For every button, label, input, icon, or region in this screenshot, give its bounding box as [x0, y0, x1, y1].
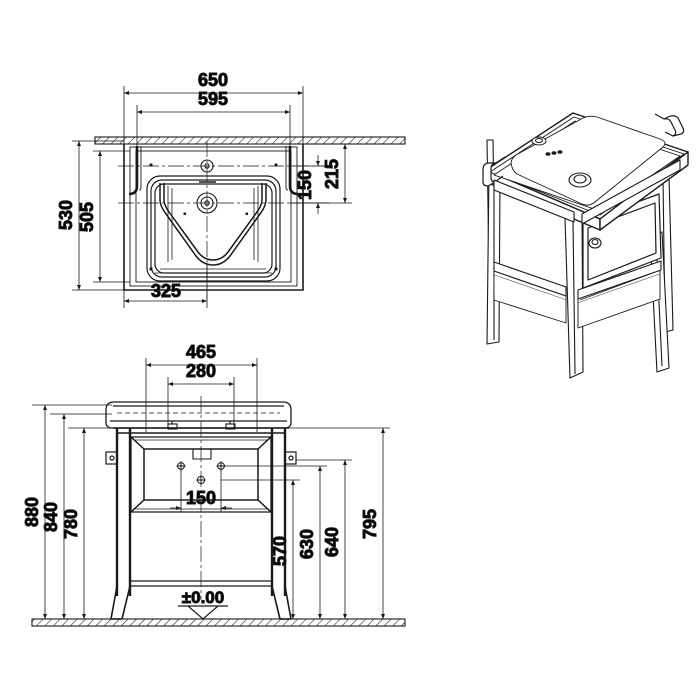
dimension-630: [221, 465, 327, 619]
dimension-780: [68, 427, 115, 619]
dimension-325: [123, 264, 208, 308]
iso-drain-hole: [568, 172, 592, 188]
dimension-780-label: 780: [61, 509, 81, 539]
floor-level-marker: [178, 605, 228, 620]
dimension-505-label: 505: [77, 202, 97, 232]
iso-door-knob: [588, 237, 602, 249]
top-view-basin-bowl: [159, 183, 267, 266]
front-elevation-view: 465 280 880 840 780: [22, 342, 406, 627]
dimension-465-label: 465: [186, 342, 216, 362]
dimension-640: [296, 459, 352, 619]
dimension-640-label: 640: [322, 527, 342, 557]
iso-tap-hole: [531, 136, 547, 146]
dimension-150-top: [290, 155, 325, 214]
dimension-465: [145, 358, 258, 432]
iso-shelf-rails: [493, 260, 662, 300]
front-view-left-hinge: [105, 451, 118, 465]
iso-towel-rail-right: [654, 113, 685, 137]
dimension-570-label: 570: [270, 536, 290, 566]
dimension-840: [50, 413, 112, 619]
front-view-left-leg: [110, 585, 131, 620]
dimension-280: [167, 377, 235, 428]
top-view-bowl-ribs: [155, 186, 272, 274]
dimension-650-label: 650: [198, 70, 228, 90]
iso-overflow-slots: [545, 150, 563, 156]
front-view-drawer-notch: [192, 449, 212, 460]
dimension-570: [221, 479, 300, 619]
front-view-right-leg: [271, 585, 292, 620]
dimension-215-label: 215: [322, 159, 342, 189]
dimension-325-label: 325: [151, 281, 181, 301]
dimension-630-label: 630: [297, 529, 317, 559]
dimension-880-label: 880: [22, 497, 42, 527]
top-view: 650 595 530 505 215: [56, 70, 406, 308]
dimension-530: [72, 140, 124, 291]
dimension-840-label: 840: [41, 502, 61, 532]
top-view-wall-hatch: [94, 136, 406, 145]
top-view-cabinet-outline: [123, 144, 304, 291]
dimension-880: [32, 404, 112, 619]
dimension-150-front: [170, 466, 232, 512]
front-view-right-hinge: [284, 451, 297, 465]
top-view-mount-marks: [149, 163, 278, 271]
dimension-280-label: 280: [186, 361, 216, 381]
dimension-505: [93, 150, 130, 283]
iso-front-apron: [493, 159, 681, 225]
front-view-basin-top: [105, 401, 292, 429]
dimension-795: [289, 427, 390, 619]
top-view-left-bracket: [128, 146, 139, 196]
dimension-595-label: 595: [198, 89, 228, 109]
isometric-view: [482, 112, 689, 379]
dimension-795-label: 795: [360, 509, 380, 539]
top-view-bracket-detail: [138, 146, 289, 191]
top-view-right-bracket: [288, 146, 299, 196]
front-view-floor-hatch: [31, 618, 406, 627]
iso-left-front-leg: [486, 171, 501, 345]
dimension-150-top-label: 150: [295, 170, 315, 200]
dimension-150-front-label: 150: [186, 488, 216, 508]
dimension-530-label: 530: [56, 200, 76, 230]
dimension-650: [123, 86, 304, 150]
top-view-cabinet-inner: [129, 146, 298, 287]
dimension-595: [136, 105, 291, 150]
iso-basin-rim-outer: [510, 115, 666, 206]
floor-level-label: ±0.00: [182, 588, 224, 607]
